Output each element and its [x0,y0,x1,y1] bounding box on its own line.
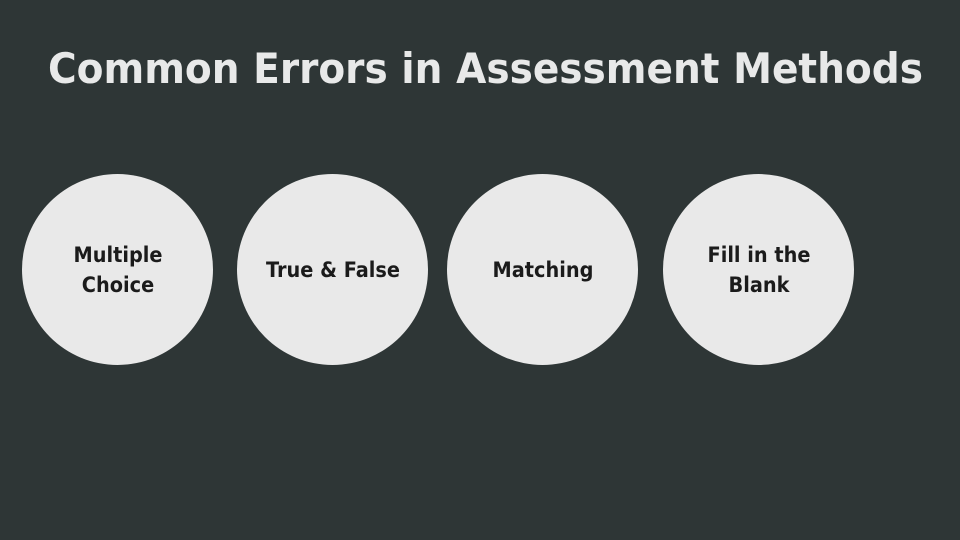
circle-matching[interactable]: Matching [447,174,638,365]
circle-fill-in-the-blank[interactable]: Fill in the Blank [663,174,854,365]
circle-label: True & False [265,257,400,282]
circle-label: Fill in the Blank [706,242,810,297]
circle-true-false[interactable]: True & False [237,174,428,365]
circle-multiple-choice[interactable]: Multiple Choice [22,174,213,365]
circle-label: Multiple Choice [72,242,163,297]
slide-title: Common Errors in Assessment Methods [48,44,923,93]
circle-label: Matching [492,257,593,282]
